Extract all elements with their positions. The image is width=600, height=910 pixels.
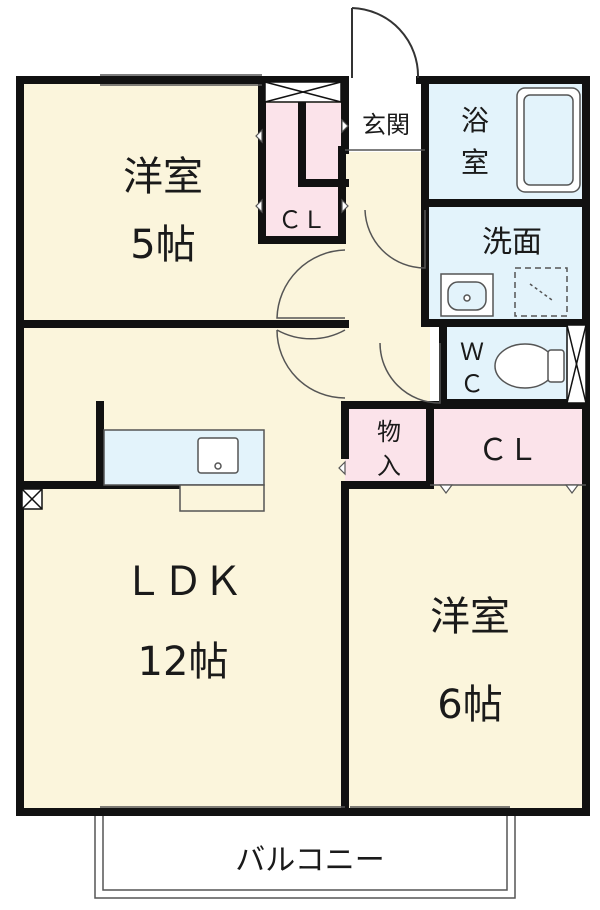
western-room-6-size: 6帖 <box>437 682 502 728</box>
ventilation <box>21 81 587 510</box>
bathroom-label-1: 浴 <box>461 104 489 137</box>
entrance-floor <box>345 80 425 152</box>
closet-bottom-floor <box>430 405 586 485</box>
door-ldk <box>276 329 346 399</box>
storage-label-2: 入 <box>377 452 401 480</box>
door-room5 <box>276 249 346 319</box>
closet-markers <box>255 118 580 494</box>
fixtures <box>103 87 581 512</box>
kitchen-cabinet <box>179 484 265 512</box>
western-room-6-floor <box>345 485 585 812</box>
ldk-size: 12帖 <box>138 639 229 685</box>
toilet-tank <box>547 349 565 383</box>
kitchen-counter <box>103 429 265 486</box>
balcony-label: バルコニー <box>235 843 384 878</box>
kitchen-sink <box>197 437 239 474</box>
entrance-door <box>351 7 420 79</box>
washing-machine <box>514 267 568 317</box>
door-bath <box>364 209 426 269</box>
toilet-label-1: Ｗ <box>460 338 484 366</box>
storage-label-1: 物 <box>377 418 401 446</box>
balcony <box>94 816 516 899</box>
bathtub-inner <box>523 94 574 186</box>
hallway-floor <box>345 150 430 405</box>
bathroom-label-2: 室 <box>461 146 489 179</box>
western-room-6-name: 洋室 <box>430 594 510 640</box>
closet-bottom-label: ＣＬ <box>478 433 538 468</box>
room-labels: 洋室 5帖 ＣＬ 玄関 浴 室 洗面 Ｗ Ｃ 物 入 ＣＬ ＬＤＫ 12帖 洋室… <box>123 104 542 878</box>
ldk-floor <box>20 324 345 812</box>
toilet-bowl <box>494 343 556 389</box>
western-room-5-name: 洋室 <box>123 154 203 200</box>
toilet-label-2: Ｃ <box>460 370 484 398</box>
ldk-name: ＬＤＫ <box>123 559 243 605</box>
washroom-label: 洗面 <box>482 225 542 260</box>
door-swings <box>276 209 441 404</box>
door-wc <box>379 342 441 404</box>
walls <box>16 76 590 816</box>
western-room-5-size: 5帖 <box>130 222 195 268</box>
entrance-label: 玄関 <box>362 111 410 139</box>
storage-floor <box>345 405 430 485</box>
closet-top-label: ＣＬ <box>278 206 326 234</box>
